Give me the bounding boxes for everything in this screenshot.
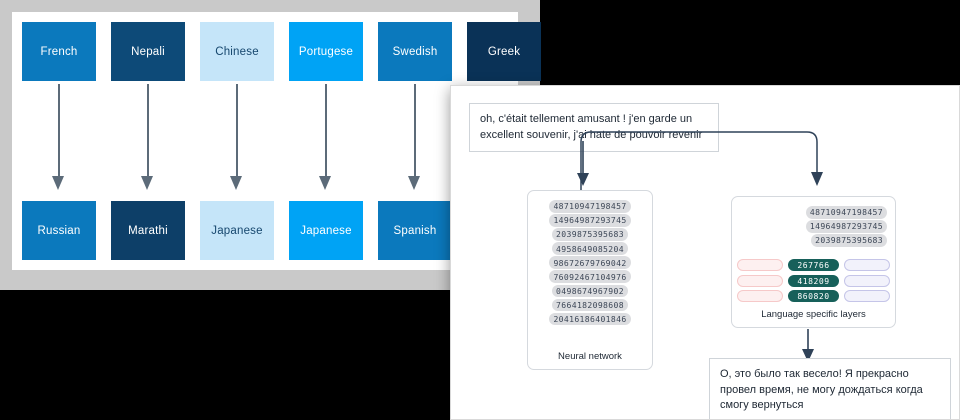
target-language-tile-spanish[interactable]: Spanish	[378, 201, 452, 260]
language-pairs-canvas: French Nepali Chinese Portugese Swedish …	[12, 12, 541, 270]
layer-slot-inactive-right[interactable]	[843, 274, 890, 287]
vector-pill: 14964987293745	[549, 214, 631, 227]
neural-network-vector-list: 48710947198457 14964987293745 2039875395…	[528, 191, 652, 326]
neural-network-card: 48710947198457 14964987293745 2039875395…	[527, 190, 653, 370]
language-layers-vector-list: 48710947198457 14964987293745 2039875395…	[732, 197, 895, 247]
layer-slot-inactive-right[interactable]	[843, 290, 890, 302]
vector-pill: 0498674967902	[552, 284, 628, 298]
vector-pill: 2039875395683	[811, 234, 887, 247]
mapping-arrow-3	[230, 84, 243, 195]
target-language-tile-japanese-1[interactable]: Japanese	[200, 201, 274, 260]
mapping-arrow-2	[141, 84, 154, 195]
source-language-tile-nepali[interactable]: Nepali	[111, 22, 185, 81]
layer-slot-inactive-right[interactable]	[843, 259, 890, 271]
vector-pill: 48710947198457	[549, 200, 631, 213]
layer-slot-inactive-left[interactable]	[737, 274, 784, 287]
neural-network-caption: Neural network	[558, 351, 622, 362]
vector-pill: 4958649085204	[552, 242, 628, 255]
target-language-tile-marathi[interactable]: Marathi	[111, 201, 185, 260]
layer-slot-active[interactable]: 267766	[788, 259, 839, 271]
layer-slot-active[interactable]: 860820	[788, 290, 839, 302]
language-layer-row: 860820	[737, 290, 890, 302]
target-language-tile-japanese-2[interactable]: Japanese	[289, 201, 363, 260]
layer-slot-active[interactable]: 418209	[788, 274, 839, 287]
source-language-tile-portugese[interactable]: Portugese	[289, 22, 363, 81]
language-layer-rows: 267766 418209 860820	[737, 259, 890, 306]
source-language-tile-swedish[interactable]: Swedish	[378, 22, 452, 81]
vector-pill: 14964987293745	[805, 220, 887, 233]
translation-pipeline-panel: oh, c'était tellement amusant ! j'en gar…	[450, 85, 960, 420]
vector-pill: 98672679769042	[549, 256, 631, 269]
language-layer-row: 418209	[737, 274, 890, 287]
arrow-layers-to-target-icon	[802, 329, 814, 362]
mapping-arrow-4	[319, 84, 332, 195]
language-pairs-panel: French Nepali Chinese Portugese Swedish …	[0, 0, 541, 290]
connector-network-to-layers-icon	[580, 131, 823, 214]
layer-slot-inactive-left[interactable]	[737, 259, 784, 271]
source-language-tile-chinese[interactable]: Chinese	[200, 22, 274, 81]
layer-slot-inactive-left[interactable]	[737, 290, 784, 302]
target-language-tile-russian[interactable]: Russian	[22, 201, 96, 260]
source-language-tile-greek[interactable]: Greek	[467, 22, 541, 81]
target-text-box: О, это было так весело! Я прекрасно пров…	[709, 358, 951, 419]
source-language-tile-french[interactable]: French	[22, 22, 96, 81]
vector-pill: 7664182098608	[552, 298, 628, 312]
mapping-arrow-5	[408, 84, 421, 195]
language-specific-layers-card: 48710947198457 14964987293745 2039875395…	[731, 196, 896, 328]
arrow-source-to-network-icon	[577, 141, 589, 186]
source-text-box: oh, c'était tellement amusant ! j'en gar…	[469, 103, 719, 153]
vector-pill: 2039875395683	[552, 228, 628, 241]
mapping-arrow-1	[52, 84, 65, 195]
vector-pill: 20416186401846	[549, 312, 631, 326]
language-layers-caption: Language specific layers	[761, 309, 866, 320]
language-layer-row: 267766	[737, 259, 890, 271]
vector-pill: 48710947198457	[805, 206, 887, 219]
vector-pill: 76092467104976	[549, 270, 631, 284]
